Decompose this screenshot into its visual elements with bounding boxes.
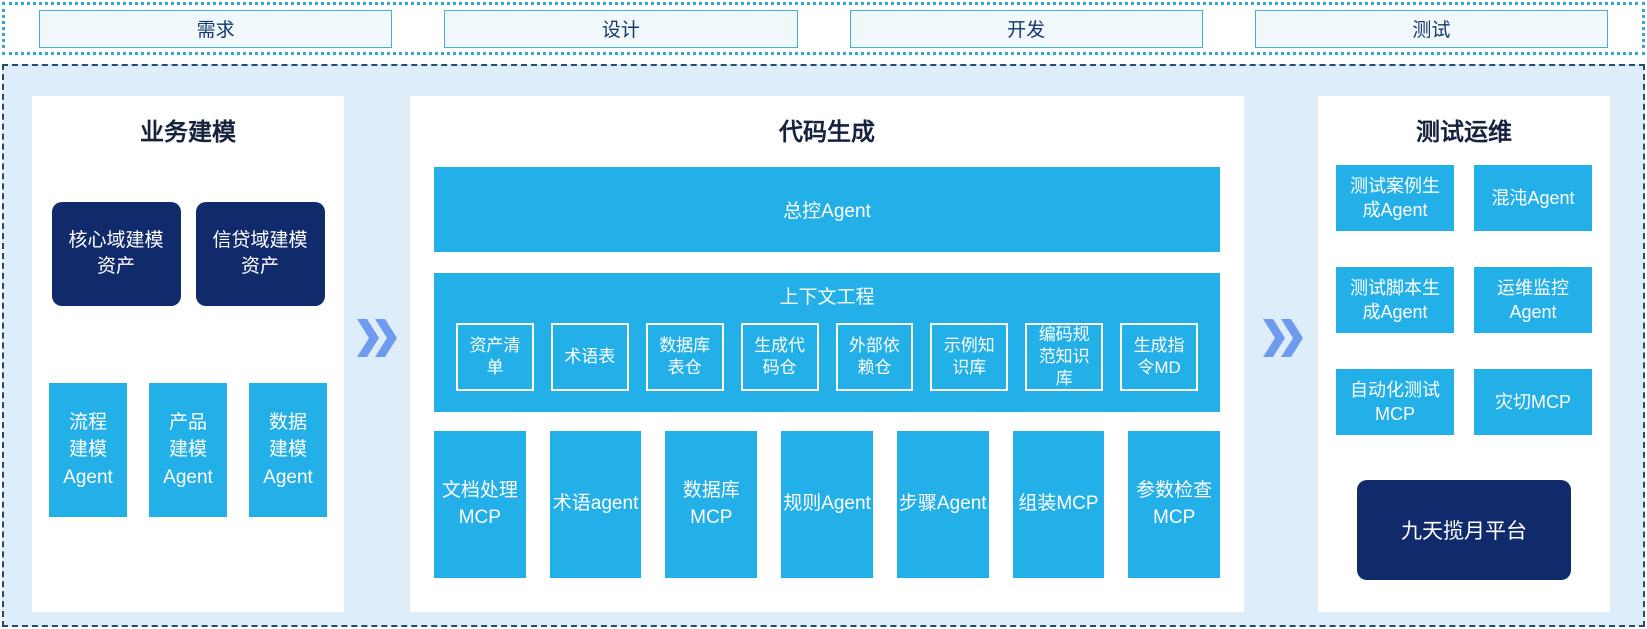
testops-label: 测试案例生 成Agent — [1350, 175, 1440, 220]
context-item-label: 资产清 单 — [469, 335, 521, 377]
asset-box-credit-domain: 信贷域建模 资产 — [195, 202, 325, 306]
testops-box-auto-test-mcp: 自动化测试 MCP — [1336, 369, 1454, 435]
phase-label: 设计 — [601, 20, 640, 41]
double-chevron-right-icon — [1261, 319, 1305, 357]
asset-box-core-domain: 核心域建模 资产 — [51, 202, 181, 306]
context-item-label: 数据库 表仓 — [659, 335, 711, 377]
tool-label: 步骤Agent — [898, 493, 987, 515]
platform-box-jiutian-lanyue: 九天揽月平台 — [1357, 480, 1571, 580]
agent-box-process-modeling: 流程 建模 Agent — [49, 383, 127, 517]
tool-label: 术语agent — [552, 493, 639, 515]
testops-label: 自动化测试 MCP — [1350, 379, 1440, 424]
context-item-instruction-md: 生成指 令MD — [1120, 323, 1198, 391]
panel-title-code-generation: 代码生成 — [779, 119, 875, 146]
context-item-glossary: 术语表 — [550, 323, 629, 391]
asset-label: 信贷域建模 资产 — [212, 230, 308, 277]
panel-title-business-modeling: 业务建模 — [140, 119, 236, 146]
panel-test-ops: 测试运维 测试案例生 成Agent 混沌Agent 测试脚本生 成Agent 运… — [1318, 96, 1610, 612]
context-item-label: 示例知 识库 — [943, 335, 995, 377]
context-engineering-bar: 上下文工程 资产清 单 术语表 数据库 表仓 生成代 码仓 外部依 赖仓 示例知… — [434, 273, 1220, 412]
context-engineering-title: 上下文工程 — [779, 287, 875, 308]
agent-box-data-modeling: 数据 建模 Agent — [249, 383, 327, 517]
modeling-assets-row: 核心域建模 资产 信贷域建模 资产 — [32, 202, 344, 306]
tool-label: 数据库 MCP — [682, 479, 740, 528]
context-item-coding-standard-kb: 编码规 范知识 库 — [1025, 323, 1104, 391]
testops-box-disaster-switch-mcp: 灾切MCP — [1474, 369, 1592, 435]
agent-box-product-modeling: 产品 建模 Agent — [149, 383, 227, 517]
testops-box-test-script-gen-agent: 测试脚本生 成Agent — [1336, 267, 1454, 333]
phase-strip: 需求 设计 开发 测试 — [2, 2, 1645, 55]
context-item-label: 外部依 赖仓 — [848, 335, 900, 377]
context-item-db-table-repo: 数据库 表仓 — [645, 323, 724, 391]
tool-box-step-agent: 步骤Agent — [896, 431, 989, 578]
testops-box-chaos-agent: 混沌Agent — [1474, 165, 1592, 231]
tool-label: 参数检查 MCP — [1136, 479, 1213, 528]
context-item-asset-list: 资产清 单 — [456, 323, 534, 391]
context-item-external-deps-repo: 外部依 赖仓 — [835, 323, 914, 391]
testops-label: 灾切MCP — [1495, 391, 1571, 412]
agent-label: 流程 建模 Agent — [63, 411, 113, 488]
asset-label: 核心域建模 资产 — [68, 230, 164, 277]
panel-code-generation: 代码生成 总控Agent 上下文工程 资产清 单 术语表 数据库 表仓 生成代 … — [410, 96, 1244, 612]
context-items-row: 资产清 单 术语表 数据库 表仓 生成代 码仓 外部依 赖仓 示例知 识库 编码… — [456, 323, 1198, 391]
testops-box-ops-monitor-agent: 运维监控 Agent — [1474, 267, 1592, 333]
phase-box-design: 设计 — [444, 9, 798, 48]
tool-box-param-check-mcp: 参数检查 MCP — [1128, 431, 1221, 578]
tool-box-glossary-agent: 术语agent — [549, 431, 642, 578]
agent-label: 数据 建模 Agent — [263, 411, 313, 488]
tools-row: 文档处理 MCP 术语agent 数据库 MCP 规则Agent 步骤Agent… — [434, 431, 1221, 578]
testops-label: 混沌Agent — [1491, 187, 1575, 208]
tool-box-assembly-mcp: 组装MCP — [1012, 431, 1105, 578]
tool-box-database-mcp: 数据库 MCP — [665, 431, 758, 578]
context-item-label: 编码规 范知识 库 — [1038, 324, 1090, 389]
panel-business-modeling: 业务建模 核心域建模 资产 信贷域建模 资产 流程 建模 Agent 产品 建模… — [32, 96, 344, 612]
tool-label: 组装MCP — [1018, 493, 1099, 515]
panel-title-test-ops: 测试运维 — [1416, 119, 1512, 146]
context-item-label: 生成代 码仓 — [754, 335, 806, 377]
master-agent-bar: 总控Agent — [434, 167, 1220, 252]
platform-label: 九天揽月平台 — [1401, 520, 1527, 543]
testops-label: 运维监控 Agent — [1497, 277, 1569, 322]
tool-box-doc-processing-mcp: 文档处理 MCP — [434, 431, 526, 578]
phase-box-requirements: 需求 — [39, 9, 393, 48]
tool-label: 文档处理 MCP — [441, 479, 518, 528]
agent-label: 产品 建模 Agent — [163, 411, 213, 488]
tool-label: 规则Agent — [783, 493, 871, 515]
context-item-label: 生成指 令MD — [1133, 335, 1185, 377]
double-chevron-right-icon — [355, 319, 399, 357]
modeling-agents-row: 流程 建模 Agent 产品 建模 Agent 数据 建模 Agent — [32, 383, 344, 517]
phase-box-testing: 测试 — [1254, 9, 1608, 48]
test-ops-grid: 测试案例生 成Agent 混沌Agent 测试脚本生 成Agent 运维监控 A… — [1336, 165, 1592, 435]
context-item-label: 术语表 — [564, 346, 616, 366]
phase-box-development: 开发 — [849, 9, 1203, 48]
testops-box-test-case-gen-agent: 测试案例生 成Agent — [1336, 165, 1454, 231]
testops-label: 测试脚本生 成Agent — [1350, 277, 1440, 322]
phase-label: 测试 — [1412, 20, 1451, 41]
main-container: 业务建模 核心域建模 资产 信贷域建模 资产 流程 建模 Agent 产品 建模… — [2, 64, 1645, 627]
master-agent-label: 总控Agent — [783, 201, 871, 222]
phase-label: 开发 — [1007, 20, 1046, 41]
context-item-example-kb: 示例知 识库 — [930, 323, 1009, 391]
phase-label: 需求 — [196, 20, 235, 41]
tool-box-rule-agent: 规则Agent — [781, 431, 873, 578]
context-item-generated-code-repo: 生成代 码仓 — [740, 323, 819, 391]
